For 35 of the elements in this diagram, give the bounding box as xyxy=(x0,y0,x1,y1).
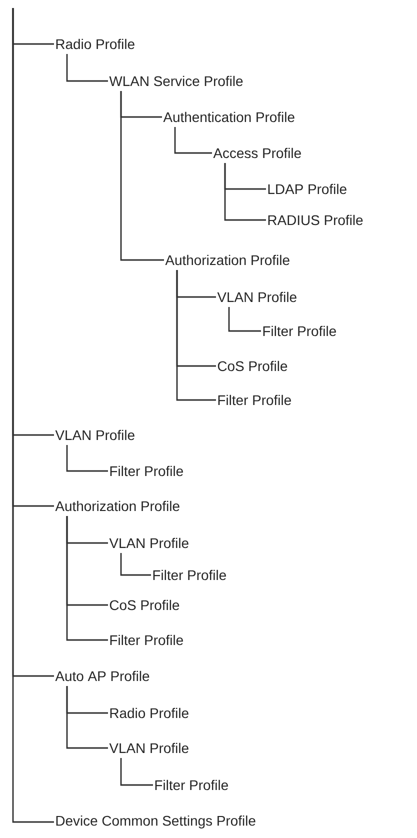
tree-item: VLAN Profile xyxy=(55,430,134,440)
tree-item: Radio Profile xyxy=(56,38,134,50)
tree-connector xyxy=(120,553,151,576)
tree-connector xyxy=(66,445,108,472)
tree-item: Authentication Profile xyxy=(163,112,294,122)
tree-item: Filter Profile xyxy=(110,466,183,476)
tree-connector xyxy=(174,127,212,154)
tree-item: Filter Profile xyxy=(153,570,226,580)
tree-connector xyxy=(228,307,261,332)
tree-item: Filter Profile xyxy=(263,326,336,336)
tree-item: Authorization Profile xyxy=(165,254,290,266)
tree-item: VLAN Profile xyxy=(109,538,188,548)
tree-item: RADIUS Profile xyxy=(268,214,363,226)
tree-item: CoS Profile xyxy=(110,600,180,610)
tree-connector xyxy=(66,516,108,641)
tree-item: CoS Profile xyxy=(218,360,288,372)
tree-item: Access Profile xyxy=(213,148,301,158)
tree-item: VLAN Profile xyxy=(109,742,188,754)
tree-connector xyxy=(224,163,266,221)
tree-item: Auto AP Profile xyxy=(55,670,150,682)
tree-item: Filter Profile xyxy=(110,634,183,646)
tree-item: WLAN Service Profile xyxy=(109,76,243,86)
tree-item: LDAP Profile xyxy=(268,184,346,194)
tree-item: Radio Profile xyxy=(110,708,188,718)
tree-connector xyxy=(66,686,108,749)
tree-connector xyxy=(66,54,108,82)
tree-item: Authorization Profile xyxy=(55,500,180,512)
tree-connector xyxy=(120,758,153,786)
tree-item: Filter Profile xyxy=(218,394,291,406)
tree-item: VLAN Profile xyxy=(217,292,296,302)
tree-connector xyxy=(176,270,216,401)
tree-connector xyxy=(12,8,54,823)
tree-item: Filter Profile xyxy=(155,780,228,790)
tree-connector xyxy=(120,91,164,261)
tree-item: Device Common Settings Profile xyxy=(56,816,256,828)
